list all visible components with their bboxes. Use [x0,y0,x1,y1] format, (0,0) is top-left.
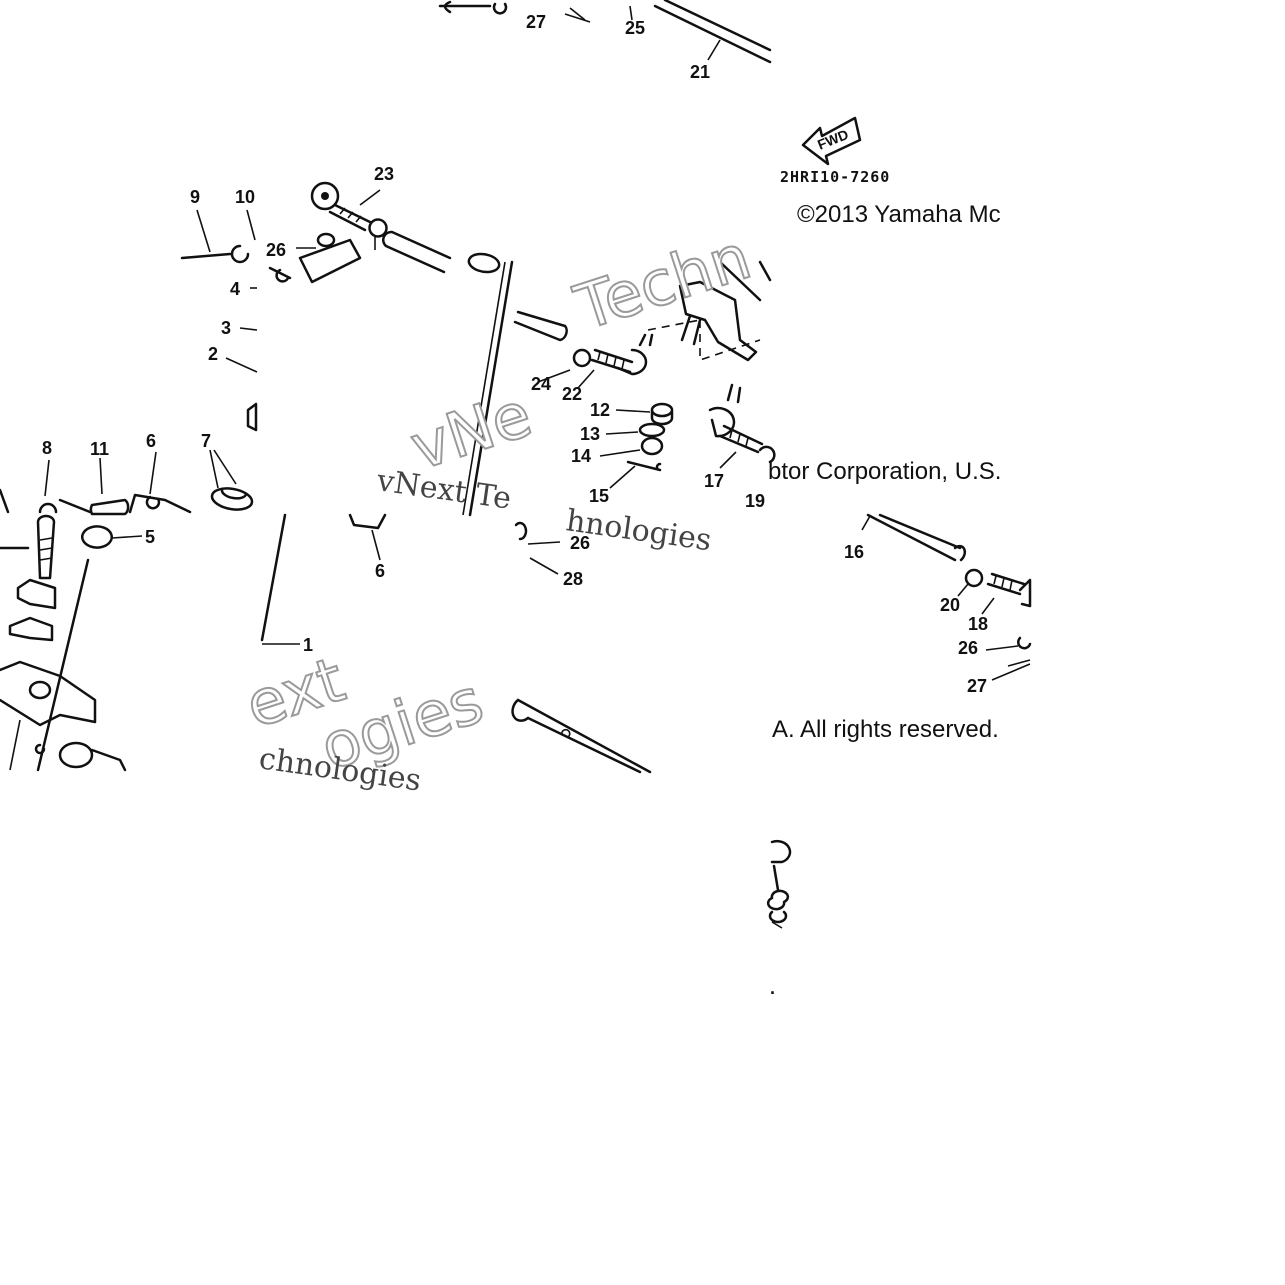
bolt-fragment [766,839,792,929]
part-label: 25 [625,18,645,38]
part-label: 20 [940,595,960,615]
part-label: 27 [967,676,987,696]
part-label: 7 [201,431,211,451]
part-label: 28 [563,569,583,589]
part-label: 15 [589,486,609,506]
drawing-code: 2HRI10-7260 [780,168,890,186]
part-label: 8 [42,438,52,458]
steering-column-lower: ext ogies chnologies [236,513,493,799]
part-label: 10 [235,187,255,207]
part-label: 6 [375,561,385,581]
part-label: 18 [968,614,988,634]
part-label: 1 [303,635,313,655]
part-label: 23 [374,164,394,184]
part-label: 26 [958,638,978,658]
lower-left-parts [0,449,254,772]
fwd-arrow-icon: FWD [801,116,862,166]
top-strip-parts [438,0,772,64]
watermark-text: vNe [402,377,540,484]
part-label: 17 [704,471,724,491]
copyright-line-1: ©2013 Yamaha Mc [797,201,1001,228]
lower-center-parts: hnologies [511,503,714,774]
part-label: 3 [221,318,231,338]
part-label: 24 [531,374,551,394]
part-label: 16 [844,542,864,562]
part-label: 5 [145,527,155,547]
part-label: 6 [146,431,156,451]
part-label: 19 [745,491,765,511]
steering-column-upper: vNext Te vNe [374,260,541,517]
part-label: 22 [562,384,582,404]
part-label: 9 [190,187,200,207]
part-label: 13 [580,424,600,444]
lower-right-parts [861,513,1032,681]
part-label: 4 [230,279,240,299]
part-label: 21 [690,62,710,82]
watermark-text: Techn [566,220,759,345]
copyright-line-3: A. All rights reserved. [772,716,999,743]
part-label: 11 [90,439,109,459]
pitman-arm-parts: Techn [513,219,772,489]
part-label: 26 [266,240,286,260]
part-labels: 27 25 21 23 9 10 26 4 3 2 8 11 6 7 5 6 1… [42,12,988,696]
part-label: 12 [590,400,610,420]
copyright-line-2: btor Corporation, U.S. [768,458,1001,485]
part-label: 2 [208,344,218,364]
left-leader-lines [225,287,258,432]
period-mark: . [770,978,775,998]
part-label: 27 [526,12,546,32]
part-label: 14 [571,446,591,466]
part-label: 26 [570,533,590,553]
upper-linkage-parts [180,181,501,284]
